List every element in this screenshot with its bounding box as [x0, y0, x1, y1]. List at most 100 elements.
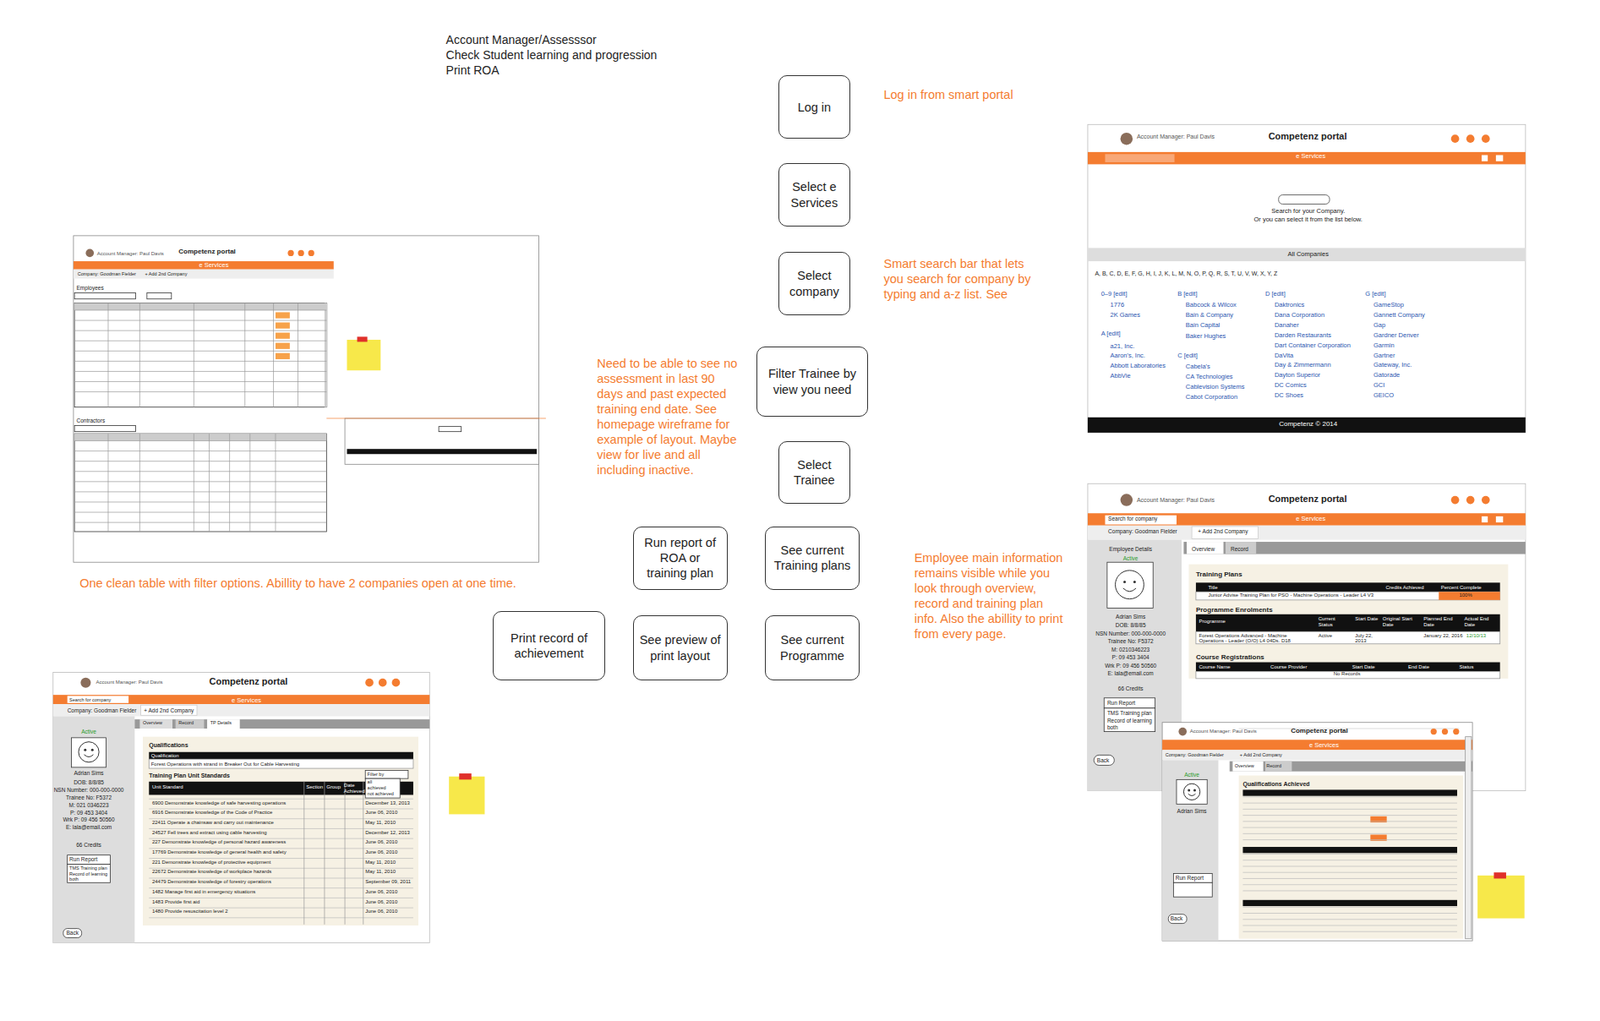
wireframe-text: Back [1097, 757, 1109, 764]
wireframe-text: Active [1318, 633, 1333, 639]
wireframe-text: P: 09 453 3404 [70, 809, 108, 816]
wireframe-text: Forest Operations Advanced - Machine Ope… [1199, 633, 1310, 645]
wireframe-text: Company: Goodman Fielder [1108, 528, 1178, 535]
wireframe-text: Record of learning [1107, 717, 1153, 724]
wireframe-panel [324, 303, 328, 408]
wireframe-text: Overview [1234, 763, 1255, 769]
wireframe-panel [346, 448, 537, 454]
wireframe-panel [1242, 846, 1458, 853]
wireframe-text: NSN Number: 000-000-0000 [54, 786, 125, 793]
wireframe-text: Training Plans [1195, 570, 1243, 579]
wireframe-panel [1477, 875, 1525, 919]
avatar-face [1115, 570, 1145, 600]
wireframe-text: 1483 Provide first aid [152, 899, 200, 906]
box-label: Print record of achievement [498, 630, 600, 661]
process-box: Select e Services [778, 163, 851, 227]
wireframe-text: G [edit] [1365, 290, 1386, 299]
table-rule [297, 303, 299, 408]
wireframe-panel [74, 303, 327, 311]
wireframe-text: Baker Hughes [1185, 333, 1227, 341]
face-eye [83, 748, 87, 752]
wireframe-text: Dart Container Corporation [1274, 342, 1351, 350]
wireframe-text: DOB: 8/8/85 [1115, 622, 1147, 628]
wireframe-text: 100% [1458, 592, 1472, 599]
wireframe-panel [365, 778, 400, 798]
wireframe-text: TMS Training plan [1107, 709, 1153, 716]
wireframe-text: Run Report [1107, 699, 1136, 706]
wireframe-panel [1087, 513, 1526, 525]
table-rule [148, 798, 414, 800]
wireframe-text: 1482 Manage first aid in emergency situa… [152, 889, 256, 896]
table-rule [1242, 890, 1458, 891]
table-rule [1242, 859, 1458, 861]
wireframe-text: achieved [367, 785, 387, 791]
wireframe-text: E: lala@email.com [1107, 670, 1153, 677]
table-rule [193, 303, 195, 408]
table-rule [74, 340, 327, 342]
wireframe-text: Forest Operations with strand in Breaker… [151, 761, 300, 768]
header-icon [1452, 728, 1459, 735]
wireframe-panel [1195, 591, 1501, 601]
wireframe-text: Start Date [1352, 664, 1376, 671]
wireframe-text: DC Comics [1274, 382, 1307, 390]
wireframe-text: both [1107, 724, 1119, 731]
wireframe-text: Course Registrations [1195, 653, 1265, 661]
wireframe-panel [1173, 882, 1213, 897]
wireframe-text: Day & Zimmermann [1274, 361, 1332, 370]
wireframe-panel [1188, 564, 1508, 679]
wireframe-text: Competenz portal [1268, 493, 1348, 505]
table-rule [148, 897, 414, 899]
wireframe-panel [1173, 873, 1213, 883]
wireframe-panel [148, 752, 414, 760]
table-rule [74, 491, 327, 492]
wireframe-text: Group [326, 784, 341, 791]
wireframe-panel [1162, 722, 1473, 941]
wireframe-text: Competenz © 2014 [1278, 420, 1338, 428]
table-rule [1242, 865, 1458, 867]
wireframe-panel [1087, 152, 1526, 164]
table-rule [1242, 814, 1458, 816]
wireframe-text: September 09, 2011 [365, 879, 411, 885]
wireframe-text: 12/10/13 [1466, 633, 1486, 639]
wireframe-text: Competenz portal [178, 247, 236, 256]
wireframe-text: Adrian Sims [74, 769, 104, 776]
wireframe-panel [1087, 525, 1526, 541]
wireframe-text: Qualifications [148, 742, 188, 749]
wireframe-text: all [367, 779, 373, 785]
wireframe-panel [1265, 761, 1292, 772]
wireframe-panel [1438, 591, 1500, 601]
wireframe-text: June 06, 2010 [365, 839, 398, 846]
table-rule [74, 330, 327, 332]
box-label: Select company [784, 267, 845, 299]
face-outline [1115, 570, 1145, 600]
table-rule [74, 310, 327, 312]
table-rule [139, 303, 141, 408]
wireframe-text: + Add 2nd Company [144, 271, 187, 277]
wireframe-text: Search for company [69, 697, 111, 703]
wireframe-text: CA Technologies [1185, 373, 1234, 382]
wireframe-text: Date Achieved [344, 782, 365, 794]
table-rule [1242, 912, 1458, 914]
wireframe-text: Run Report [69, 856, 98, 863]
wireframe-text: Cabot Corporation [1185, 393, 1238, 402]
wireframe-text: Current Status [1318, 616, 1349, 628]
wireframe-panel [1242, 900, 1458, 907]
wireframe-text: Gateway, Inc. [1373, 361, 1412, 370]
wireframe-text: E: lala@email.com [65, 824, 112, 831]
wireframe-panel [1104, 153, 1175, 163]
wireframe-text: No Records [1333, 671, 1361, 678]
wireframe-panel [142, 737, 419, 926]
wireframe-text: B [edit] [1177, 290, 1197, 299]
table-rule [303, 781, 305, 925]
face-eye [91, 748, 94, 752]
wireframe-text: July 22, 2013 [1354, 633, 1381, 645]
wireframe-panel [1195, 614, 1501, 633]
box-label: Run report of ROA or training plan [638, 535, 722, 581]
table-rule [1242, 833, 1458, 835]
table-rule [148, 808, 414, 810]
wireframe-text: Daktronics [1274, 301, 1305, 310]
wireframe-text: Darden Restaurants [1274, 332, 1332, 340]
wireframe-text: Cabela's [1185, 363, 1211, 372]
wireframe-panel [357, 336, 368, 342]
